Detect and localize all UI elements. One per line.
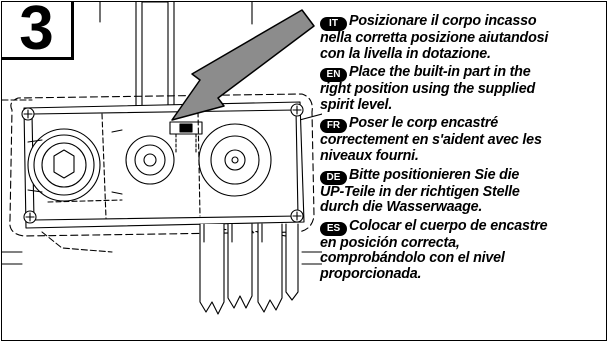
language-badge-es: ES	[320, 221, 347, 236]
instruction-line: niveaux fourni.	[320, 147, 419, 164]
instruction-line: Colocar el cuerpo de encastre	[349, 217, 548, 234]
instruction-line: correctement en s'aident avec les	[320, 132, 542, 149]
language-badge-it: IT	[320, 17, 347, 31]
instruction-line: durch die Wasserwaage.	[320, 199, 483, 216]
instruction-line: con la livella in dotazione.	[320, 45, 491, 62]
instruction-line: right position using the supplied	[320, 81, 535, 98]
instruction-line: Place the built-in part in the	[349, 64, 531, 81]
instruction-line: Bitte positionieren Sie die	[349, 166, 520, 183]
instruction-line: proporcionada.	[320, 265, 422, 282]
language-badge-de: DE	[320, 170, 347, 185]
instruction-line: Posizionare il corpo incasso	[349, 13, 537, 29]
instruction-line: comprobándolo con el nivel	[320, 250, 505, 267]
instruction-line: spirit level.	[320, 96, 393, 113]
language-badge-en: EN	[320, 68, 347, 83]
step-number-box: 3	[2, 1, 74, 63]
built-in-part-illustration	[2, 2, 322, 315]
instruction-line: UP-Teile in der richtigen Stelle	[320, 183, 520, 200]
language-badge-fr: FR	[320, 119, 347, 134]
instruction-line: nella corretta posizione aiutandosi	[320, 30, 549, 46]
instruction-line: en posición correcta,	[320, 234, 460, 251]
step-number: 3	[19, 1, 54, 63]
instruction-line: Poser le corp encastré	[349, 115, 498, 132]
